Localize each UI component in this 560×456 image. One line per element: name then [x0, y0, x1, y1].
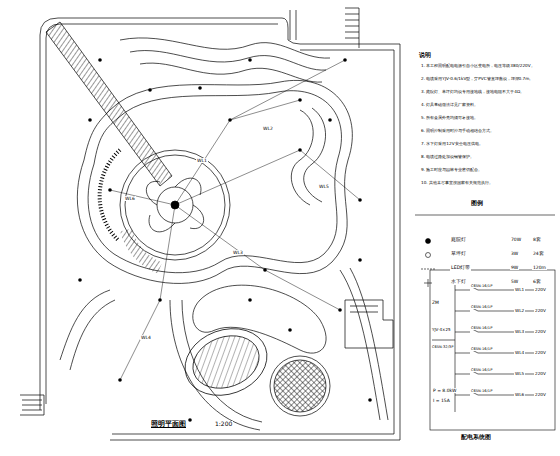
voltage-label: 220V — [534, 393, 547, 398]
legend-text: LED灯带 — [450, 265, 471, 271]
legend-cell: 70W — [510, 237, 522, 242]
lamp-dot — [98, 58, 102, 62]
lamp-dot — [298, 148, 302, 152]
legend-cell: 6套 — [532, 279, 542, 284]
legend-cell: 3W — [510, 251, 519, 256]
voltage-label: 220V — [534, 351, 547, 356]
lamp-dot — [248, 298, 252, 302]
note-text: 1. 本工程照明配电电源引自小区变电所，电压等级380/220V。 — [420, 64, 536, 69]
circuit-callout: WL5 — [318, 184, 330, 189]
breaker-label: C65N-16/1P — [470, 368, 493, 372]
feeder-cable: YJV-4×25 — [431, 328, 452, 333]
legend-text: 水下灯 — [450, 279, 467, 285]
lamp-dot — [228, 118, 232, 122]
lamp-dot — [118, 378, 122, 382]
legend-text: 草坪灯 — [450, 251, 467, 257]
breaker-label: C65N-16/1P — [470, 347, 493, 351]
circuit-number: WL3 — [514, 330, 525, 335]
circuit-number: WL2 — [514, 309, 525, 314]
note-text: 6. 照明控制采用时控与手动相结合方式。 — [420, 129, 495, 134]
lamp-dot — [148, 88, 152, 92]
lamp-dot — [248, 58, 252, 62]
note-text: 2. 电缆采用YJV-0.6/1kV型，穿PVC管直埋敷设，埋深0.7m。 — [420, 77, 534, 82]
circuit-callout: WL6 — [124, 196, 136, 201]
note-text: 10. 其他未尽事宜按国家有关规范执行。 — [420, 181, 494, 186]
lamp-dot — [298, 98, 302, 102]
note-text: 8. 电缆过路处加设钢管保护。 — [420, 155, 475, 160]
circuit-number: WL1 — [514, 288, 525, 293]
breaker-label: C65N-16/1P — [470, 389, 493, 393]
lamp-dot — [198, 86, 202, 90]
diagram-caption: 配电系统图 — [460, 434, 492, 440]
legend-cell: 24套 — [532, 251, 545, 256]
circuit-number: WL4 — [514, 351, 525, 356]
voltage-label: 220V — [534, 372, 547, 377]
lamp-dot — [88, 118, 92, 122]
circuit-number: WL5 — [514, 372, 525, 377]
legend-cell: 5W — [510, 279, 519, 284]
lamp-dot — [108, 188, 112, 192]
circuit-callout: WL3 — [232, 250, 244, 255]
lamp-dot — [158, 298, 162, 302]
system-diagram — [430, 270, 555, 430]
load-value: P = 8.0kW — [432, 388, 458, 393]
site-lines — [20, 8, 400, 440]
current-value: I = 15A — [432, 398, 451, 403]
lamp-dot — [358, 198, 362, 202]
note-text: 4. 灯具基础做法详见厂家资料。 — [420, 103, 479, 108]
legend-cell: 120m — [532, 265, 547, 270]
lamp-dot — [338, 308, 342, 312]
notes-heading: 说明 — [418, 52, 432, 59]
wiring — [110, 60, 360, 380]
voltage-label: 220V — [534, 288, 547, 293]
voltage-label: 220V — [534, 309, 547, 314]
legend-text: 庭院灯 — [450, 237, 467, 243]
legend-cell: 9W — [510, 265, 519, 270]
main-breaker: C65N-32/3P — [431, 345, 454, 349]
breaker-label: C65N-16/1P — [470, 305, 493, 309]
lamp-dot — [263, 268, 267, 272]
lamp-dot — [328, 118, 332, 122]
panel-name: ZM — [431, 300, 440, 305]
circuit-callout: WL1 — [196, 158, 208, 163]
circuit-number: WL6 — [514, 393, 525, 398]
lamp-dot — [288, 328, 292, 332]
voltage-label: 220V — [534, 330, 547, 335]
lamp-dots — [78, 58, 372, 422]
drawing-title: 照明平面图 — [150, 420, 187, 428]
breaker-label: C65N-16/1P — [470, 284, 493, 288]
lamp-dot — [368, 398, 372, 402]
legend-symbols — [415, 215, 555, 287]
note-text: 9. 施工时应与园林专业密切配合。 — [420, 168, 483, 173]
note-text: 3. 庭院灯、草坪灯均设专用接地线，接地电阻不大于4Ω。 — [420, 90, 525, 95]
lamp-dot — [358, 258, 362, 262]
note-text: 5. 所有金属外壳均须可靠接地。 — [420, 116, 479, 121]
breaker-label: C65N-16/1P — [470, 326, 493, 330]
circuit-callout: WL2 — [262, 126, 274, 131]
lamp-dot — [78, 278, 82, 282]
lamp-dot — [188, 418, 192, 422]
lamp-dot — [343, 58, 347, 62]
note-text: 7. 水下灯采用12V安全电压供电。 — [420, 142, 484, 147]
legend-cell: 8套 — [532, 237, 542, 242]
scale-text: 1:200 — [214, 421, 233, 428]
circuit-callout: WL4 — [140, 335, 152, 340]
legend-heading: 图例 — [470, 200, 484, 207]
